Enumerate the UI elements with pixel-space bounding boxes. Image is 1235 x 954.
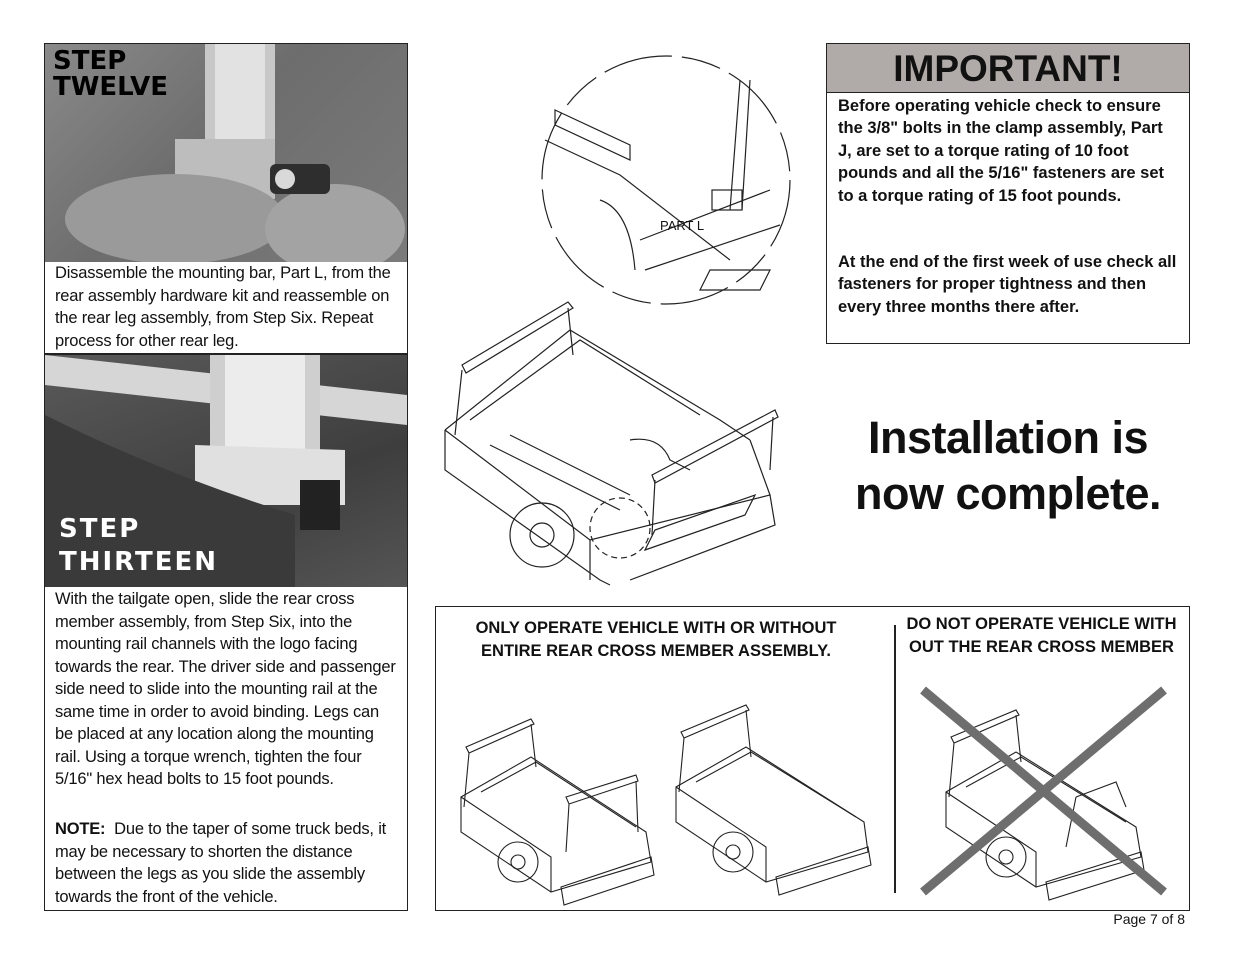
note-label: NOTE: xyxy=(55,820,106,838)
operation-box: ONLY OPERATE VEHICLE WITH OR WITHOUT ENT… xyxy=(435,606,1190,911)
truck-front-rack-only xyxy=(675,704,872,896)
step-twelve-label-line1: STEP xyxy=(53,46,127,76)
step-thirteen-text: With the tailgate open, slide the rear c… xyxy=(55,590,396,788)
note-text: Due to the taper of some truck beds, it … xyxy=(55,820,387,906)
step-twelve-photo xyxy=(45,44,407,262)
step-twelve-label: STEP TWELVE xyxy=(53,48,168,100)
step-thirteen-panel: STEP THIRTEEN With the tailgate open, sl… xyxy=(44,354,408,911)
truck-rack-diagram: PART L xyxy=(444,55,791,586)
step-thirteen-photo-art xyxy=(45,355,407,587)
important-para2: At the end of the first week of use chec… xyxy=(838,253,1177,316)
part-l-label: PART L xyxy=(660,218,704,233)
step-twelve-panel: STEP TWELVE Disassemble the mounting bar… xyxy=(44,43,408,354)
important-header: IMPORTANT! xyxy=(827,44,1189,93)
prohibited-cross-icon xyxy=(920,686,1167,896)
truck-without-rear-member xyxy=(945,709,1145,901)
bad-operation-text: DO NOT OPERATE VEHICLE WITH OUT THE REAR… xyxy=(906,615,1177,656)
step-twelve-photo-art xyxy=(65,44,405,262)
truck-with-rack xyxy=(460,718,655,906)
divider xyxy=(894,625,896,893)
step-thirteen-note: NOTE: Due to the taper of some truck bed… xyxy=(55,818,401,908)
ok-operation-text: ONLY OPERATE VEHICLE WITH OR WITHOUT ENT… xyxy=(475,619,837,660)
complete-line2: now complete. xyxy=(854,468,1162,519)
step-twelve-text: Disassemble the mounting bar, Part L, fr… xyxy=(55,264,391,350)
important-para1: Before operating vehicle check to ensure… xyxy=(838,97,1165,205)
important-title: IMPORTANT! xyxy=(893,48,1123,89)
complete-line1: Installation is xyxy=(867,412,1149,463)
step-thirteen-label-line2: THIRTEEN xyxy=(59,547,219,577)
step-twelve-label-line2: TWELVE xyxy=(53,72,169,102)
installation-complete: Installation is now complete. xyxy=(826,410,1190,522)
important-box: IMPORTANT! Before operating vehicle chec… xyxy=(826,43,1190,344)
step-thirteen-label: STEP THIRTEEN xyxy=(59,513,218,579)
step-thirteen-label-line1: STEP xyxy=(59,514,141,544)
step-thirteen-photo xyxy=(45,355,407,587)
operation-illustrations xyxy=(460,686,1167,906)
page-number: Page 7 of 8 xyxy=(1113,911,1185,927)
